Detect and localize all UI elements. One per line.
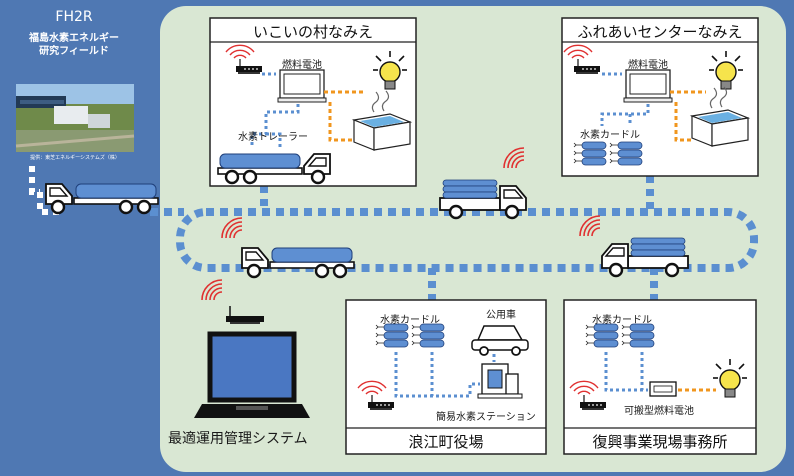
label-ikoi-fuel-cell: 燃料電池 bbox=[282, 60, 322, 71]
box-recovery-office-title: 復興事業現場事務所 bbox=[592, 433, 728, 451]
box-namie-office-title: 浪江町役場 bbox=[408, 433, 484, 451]
fh2r-photo-credit: 提供：東芝エネルギーシステムズ（株） bbox=[30, 155, 120, 161]
fh2r-subtitle: 福島水素エネルギー 研究フィールド bbox=[0, 32, 148, 58]
fh2r-photo bbox=[15, 84, 135, 152]
label-recovery-curdle: 水素カードル bbox=[592, 315, 652, 326]
label-fureai-fuel-cell: 燃料電池 bbox=[628, 60, 668, 71]
label-hydrogen-station: 簡易水素ステーション bbox=[436, 412, 536, 423]
box-fureai-title: ふれあいセンターなみえ bbox=[577, 23, 743, 41]
label-fureai-curdle: 水素カードル bbox=[580, 130, 640, 141]
fh2r-title: FH2R bbox=[55, 9, 93, 25]
hydrogen-route-loop bbox=[176, 208, 758, 272]
label-management-system: 最適運用管理システム bbox=[168, 431, 308, 447]
label-ikoi-trailer: 水素トレーラー bbox=[238, 132, 308, 143]
hydrogen-station-icon bbox=[477, 363, 523, 399]
fh2r-subtitle-line1: 福島水素エネルギー bbox=[29, 33, 119, 44]
label-portable-fuel-cell: 可搬型燃料電池 bbox=[624, 406, 694, 417]
label-public-car: 公用車 bbox=[486, 310, 516, 321]
portable-fuel-cell-icon bbox=[649, 381, 677, 397]
public-car-icon bbox=[471, 325, 529, 356]
laptop-icon bbox=[194, 279, 310, 418]
box-ikoi-title: いこいの村なみえ bbox=[252, 23, 373, 41]
truck-fh2r bbox=[44, 182, 160, 215]
label-namie-curdle: 水素カードル bbox=[380, 315, 440, 326]
fh2r-subtitle-line2: 研究フィールド bbox=[39, 46, 109, 57]
